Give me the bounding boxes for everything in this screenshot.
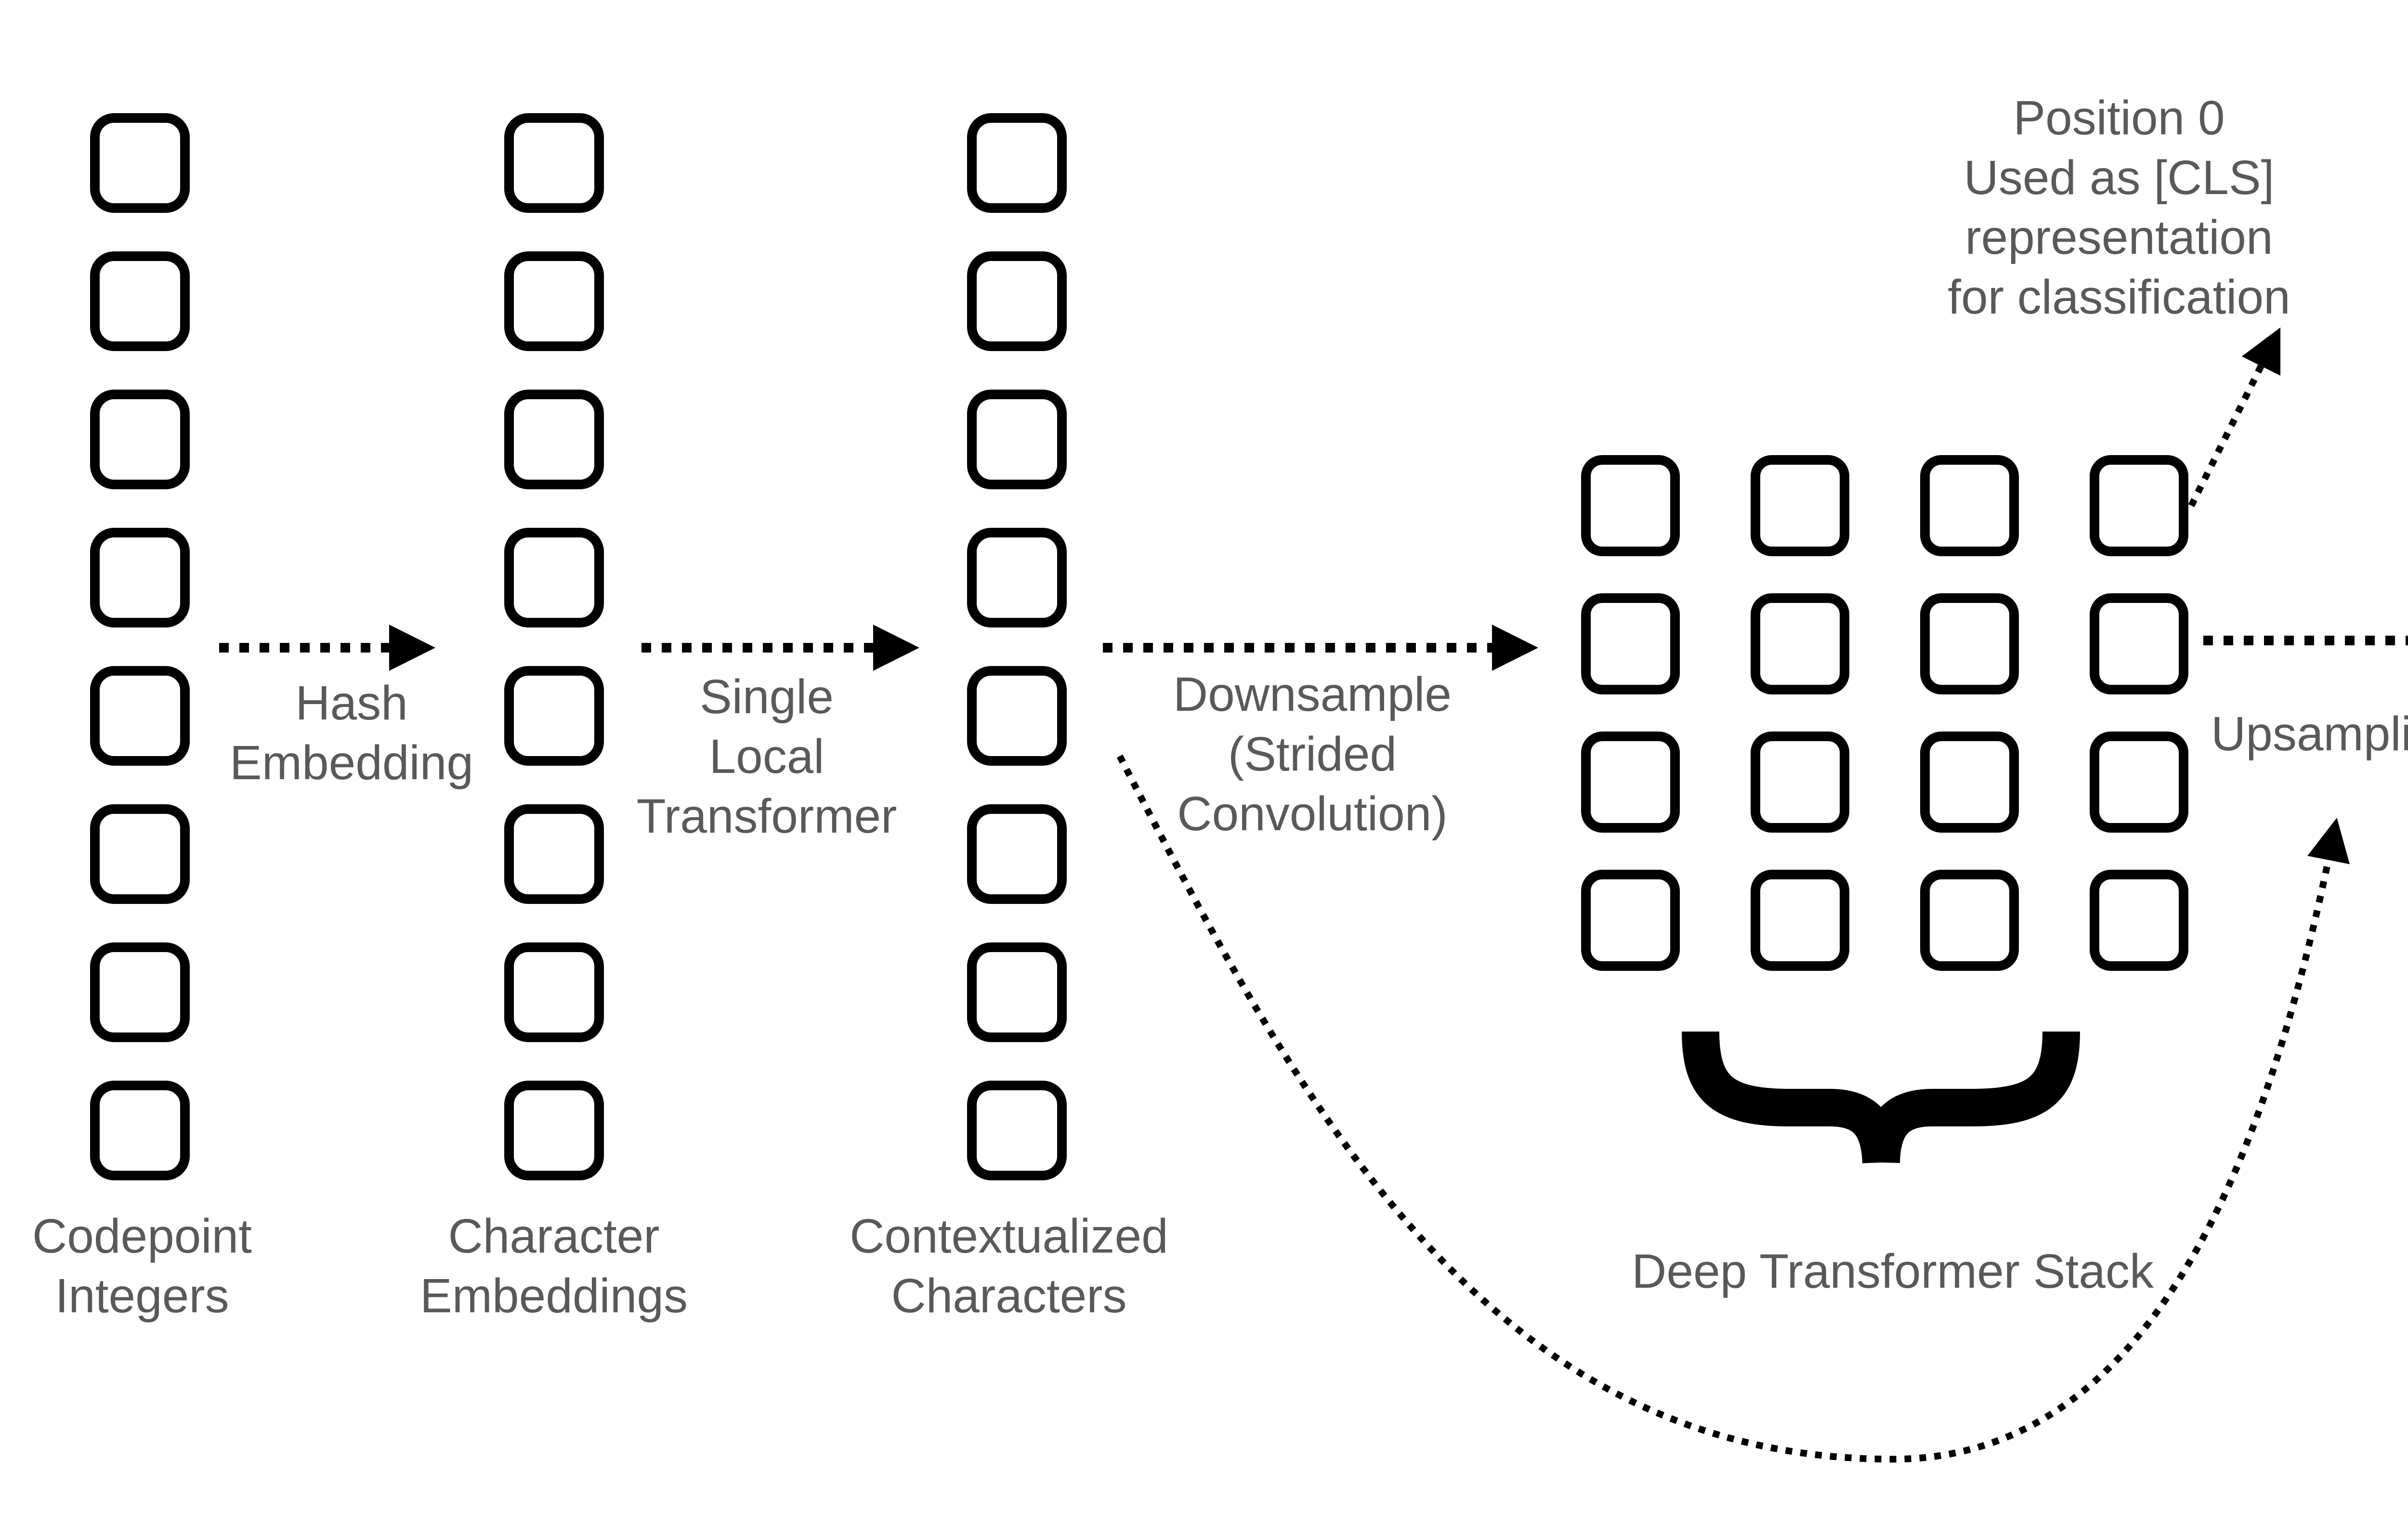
token-box [967,528,1067,627]
deep-transformer-grid [1581,455,2188,971]
stack-brace-right [1862,1031,2080,1163]
label-deep-transformer-stack: Deep Transformer Stack [1632,1244,2154,1298]
label-downsample: Downsample (Strided Convolution) [1173,667,1452,841]
token-box [2090,870,2188,971]
token-box [504,528,604,627]
token-box [504,1081,604,1180]
token-box [967,251,1067,351]
token-box [1581,593,1680,694]
token-box [504,113,604,213]
label-codepoint-integers: Codepoint Integers [32,1209,252,1323]
token-box [1920,593,2019,694]
label-single-local-transformer: Single Local Transformer [636,670,897,843]
token-box [1581,732,1680,833]
token-box [90,251,190,351]
token-box [1751,870,1849,971]
token-box [2090,732,2188,833]
token-box [90,528,190,627]
column-contextualized-characters [967,113,1067,1180]
label-character-embeddings: Character Embeddings [420,1209,688,1323]
token-box [967,1081,1067,1180]
token-box [1581,870,1680,971]
token-box [90,804,190,904]
token-box [90,666,190,766]
stack-brace-left [1682,1031,1900,1164]
token-box [504,251,604,351]
token-box [1751,455,1849,556]
token-box [90,1081,190,1180]
token-box [967,804,1067,904]
token-box [1751,732,1849,833]
token-box [1920,870,2019,971]
token-box [967,390,1067,489]
token-box [2090,593,2188,694]
token-box [1751,593,1849,694]
label-upsampling: Upsampling [2211,707,2408,761]
token-box [1920,455,2019,556]
label-hash-embedding: Hash Embedding [230,676,473,790]
token-box [2090,455,2188,556]
token-box [967,666,1067,766]
skip-connection-arrow [1116,754,2350,1463]
token-box [90,942,190,1042]
token-box [90,113,190,213]
token-box [504,942,604,1042]
column-character-embeddings [504,113,604,1180]
cls-position-arrow [2188,327,2281,508]
token-box [504,666,604,766]
token-box [504,804,604,904]
token-box [967,113,1067,213]
token-box [967,942,1067,1042]
token-box [504,390,604,489]
token-box [1581,455,1680,556]
cls-note: Position 0 Used as [CLS] representation … [1948,91,2290,324]
label-contextualized-characters: Contextualized Characters [850,1209,1168,1323]
token-box [90,390,190,489]
token-box [1920,732,2019,833]
column-codepoint-integers [90,113,190,1180]
